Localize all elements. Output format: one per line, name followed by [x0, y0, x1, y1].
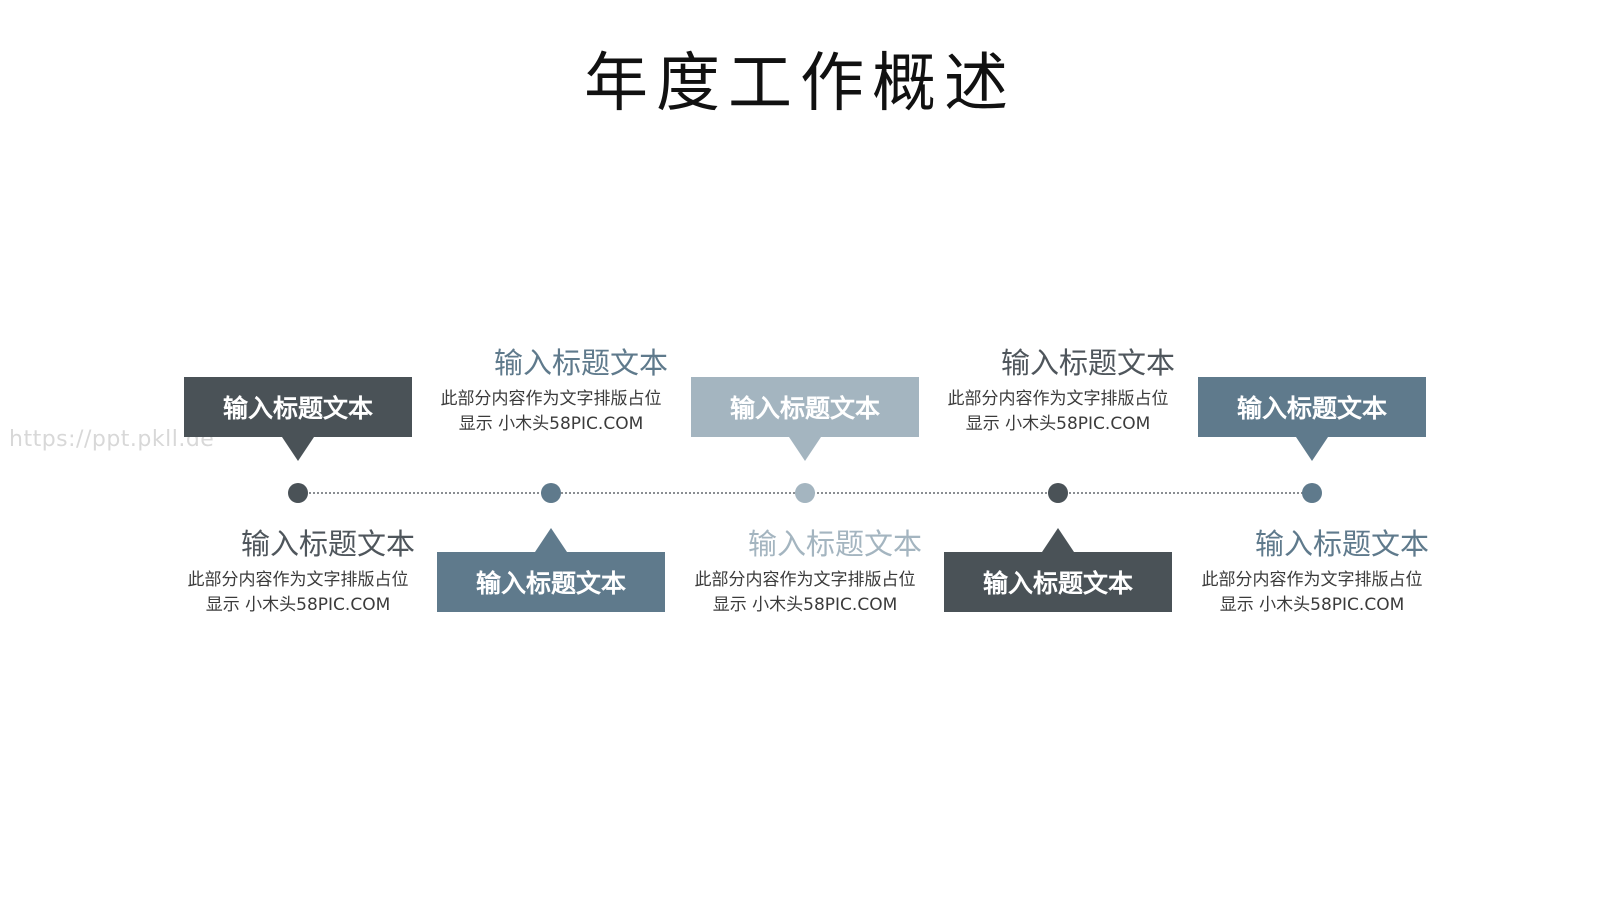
node-description-line: 显示 小木头58PIC.COM — [205, 595, 391, 615]
node-heading: 输入标题文本 — [240, 527, 415, 561]
node-description-line: 此部分内容作为文字排版占位 — [694, 570, 916, 590]
node-description-line: 显示 小木头58PIC.COM — [965, 414, 1151, 434]
timeline-dot-2 — [541, 483, 561, 503]
timeline-dot-3 — [795, 483, 815, 503]
node-text-4: 输入标题文本 此部分内容作为文字排版占位 显示 小木头58PIC.COM — [933, 343, 1183, 437]
node-description: 此部分内容作为文字排版占位 显示 小木头58PIC.COM — [173, 568, 423, 618]
node-text-5: 输入标题文本 此部分内容作为文字排版占位 显示 小木头58PIC.COM — [1187, 524, 1437, 618]
node-heading: 输入标题文本 — [493, 346, 668, 380]
callout-box-4: 输入标题文本 — [944, 528, 1172, 612]
callout-box-1: 输入标题文本 — [184, 377, 412, 461]
node-text-3: 输入标题文本 此部分内容作为文字排版占位 显示 小木头58PIC.COM — [680, 524, 930, 618]
node-description-line: 此部分内容作为文字排版占位 — [440, 389, 662, 409]
callout-box-label: 输入标题文本 — [1236, 394, 1387, 423]
node-description-line: 显示 小木头58PIC.COM — [458, 414, 644, 434]
callout-box-label: 输入标题文本 — [475, 569, 626, 598]
callout-box-label: 输入标题文本 — [982, 569, 1133, 598]
node-description: 此部分内容作为文字排版占位 显示 小木头58PIC.COM — [680, 568, 930, 618]
node-description: 此部分内容作为文字排版占位 显示 小木头58PIC.COM — [933, 387, 1183, 437]
node-heading: 输入标题文本 — [1254, 527, 1429, 561]
node-description-line: 此部分内容作为文字排版占位 — [1201, 570, 1423, 590]
timeline-dot-5 — [1302, 483, 1322, 503]
node-description-line: 显示 小木头58PIC.COM — [1219, 595, 1405, 615]
node-text-2: 输入标题文本 此部分内容作为文字排版占位 显示 小木头58PIC.COM — [426, 343, 676, 437]
watermark-text: https://ppt.pkll.de — [9, 427, 215, 452]
node-description-line: 显示 小木头58PIC.COM — [712, 595, 898, 615]
node-heading: 输入标题文本 — [747, 527, 922, 561]
timeline-dot-4 — [1048, 483, 1068, 503]
callout-box-5: 输入标题文本 — [1198, 377, 1426, 461]
slide-title: 年度工作概述 — [584, 47, 1016, 121]
node-heading: 输入标题文本 — [1000, 346, 1175, 380]
callout-box-3: 输入标题文本 — [691, 377, 919, 461]
callout-box-label: 输入标题文本 — [729, 394, 880, 423]
callout-box-2: 输入标题文本 — [437, 528, 665, 612]
node-description-line: 此部分内容作为文字排版占位 — [947, 389, 1169, 409]
node-description: 此部分内容作为文字排版占位 显示 小木头58PIC.COM — [1187, 568, 1437, 618]
node-text-1: 输入标题文本 此部分内容作为文字排版占位 显示 小木头58PIC.COM — [173, 524, 423, 618]
timeline-dot-1 — [288, 483, 308, 503]
callout-box-label: 输入标题文本 — [222, 394, 373, 423]
node-description-line: 此部分内容作为文字排版占位 — [187, 570, 409, 590]
node-description: 此部分内容作为文字排版占位 显示 小木头58PIC.COM — [426, 387, 676, 437]
